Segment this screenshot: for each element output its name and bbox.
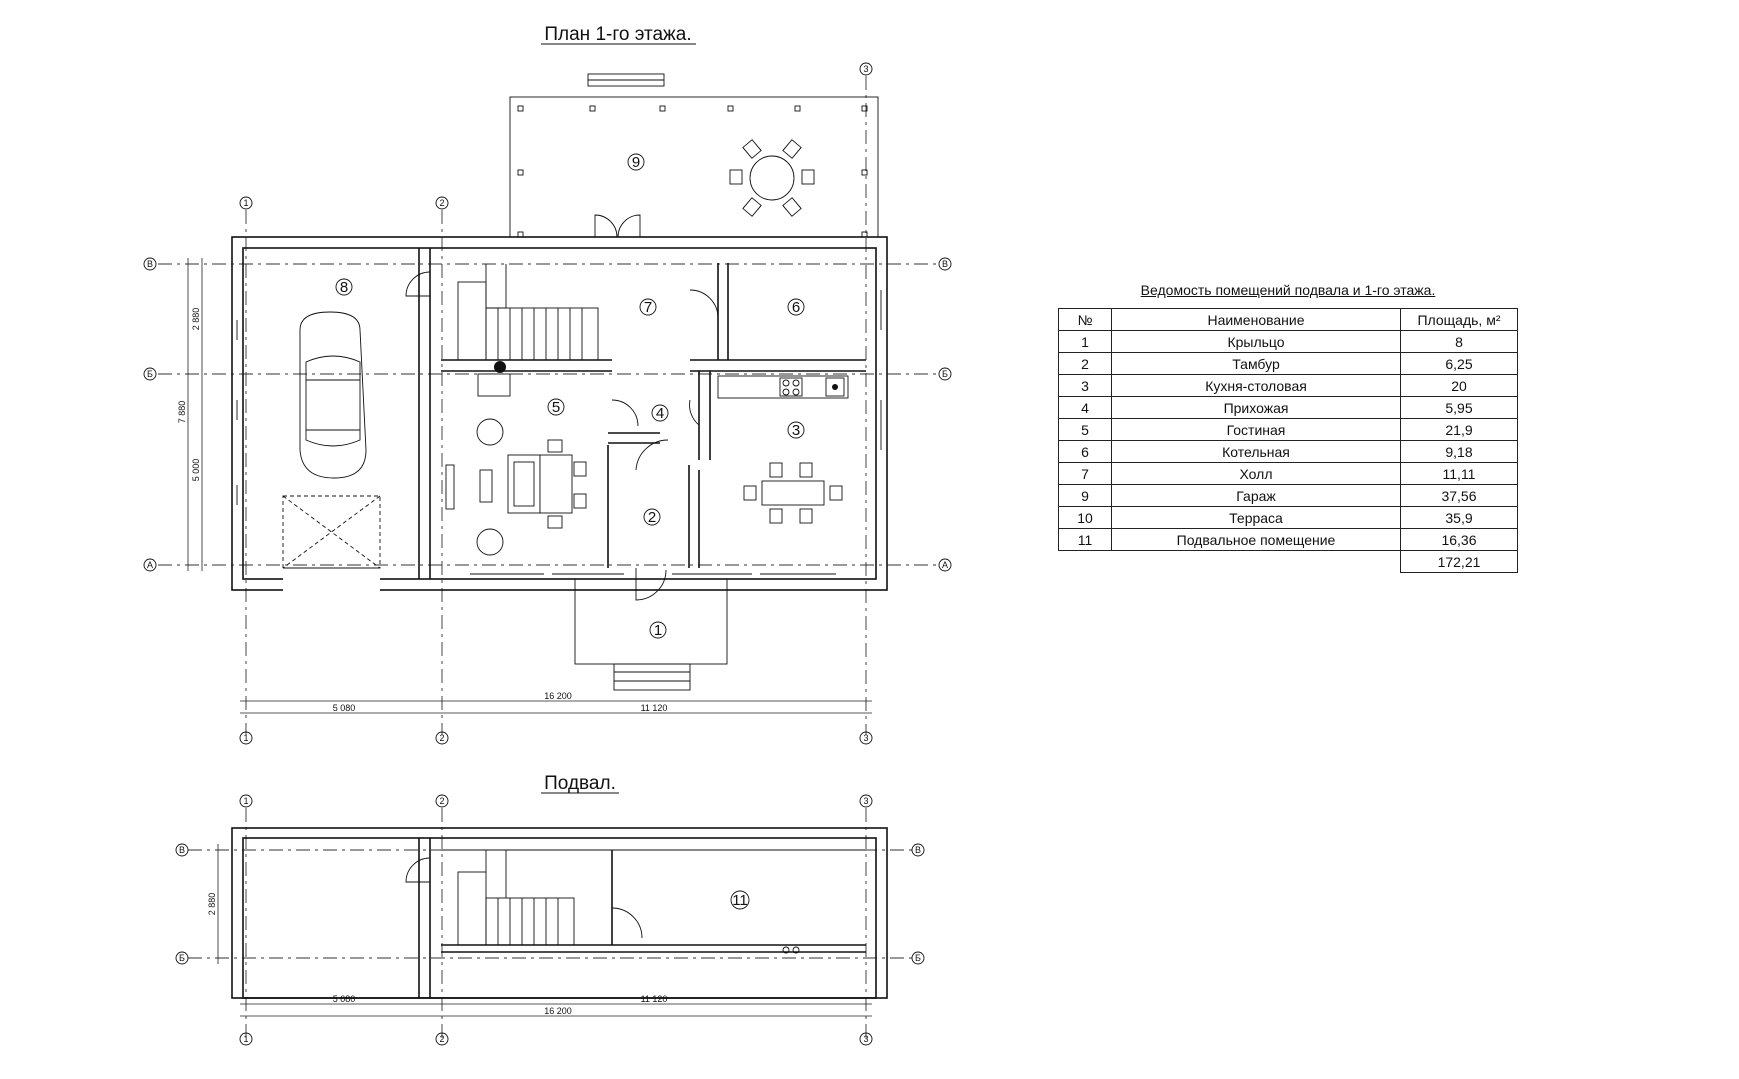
stove-icon [717,375,849,399]
svg-text:А: А [147,560,153,570]
floor1-axis-bubbles: 1 2 3 1 2 3 В Б А В Б А [143,62,952,745]
garage-pit [282,495,381,569]
total-area: 172,21 [1400,550,1518,573]
svg-text:16 200: 16 200 [544,1006,572,1016]
floor1-title: План 1-го этажа. [544,24,691,45]
svg-text:1: 1 [243,733,248,743]
svg-text:3: 3 [863,733,868,743]
table-header-row: № Наименование Площадь, м² [1058,308,1518,331]
svg-text:1: 1 [654,622,662,639]
table-total-row: 172,21 [1059,550,1518,573]
svg-text:2: 2 [439,733,444,743]
svg-text:5 080: 5 080 [333,703,356,713]
basement-title: Подвал. [544,773,616,794]
svg-text:В: В [915,845,921,855]
floor1-room-tags: 8 9 7 6 5 4 3 2 1 [335,153,805,639]
terrace-posts [517,105,868,238]
svg-text:3: 3 [863,796,868,806]
basement-dimensions: 5 080 11 120 16 200 2 880 [207,844,872,1017]
basement-room-tags: 11 [730,890,750,910]
floor1-dimensions: 16 200 5 080 11 120 7 880 5 000 2 880 [177,258,872,714]
door-swing-icon [405,214,719,601]
header-name: Наименование [1111,308,1401,331]
svg-text:8: 8 [340,279,348,296]
table-icon [743,462,843,524]
car-icon [299,311,367,479]
floor1-walls [231,73,888,691]
svg-text:5: 5 [552,399,560,416]
svg-text:2: 2 [648,509,656,526]
svg-text:В: В [179,845,185,855]
basement-walls [231,827,888,999]
table-icon [729,139,815,217]
svg-text:3: 3 [792,422,800,439]
svg-text:1: 1 [243,1034,248,1044]
floor1-axis-grid [158,76,940,735]
header-area: Площадь, м² [1400,308,1518,331]
svg-text:11: 11 [732,892,748,909]
armchair-icon [445,418,504,556]
svg-text:16 200: 16 200 [544,691,572,701]
stair-icon [457,264,599,361]
svg-text:3: 3 [863,64,868,74]
svg-text:1: 1 [243,796,248,806]
svg-text:В: В [147,259,153,269]
svg-text:В: В [942,259,948,269]
svg-text:11 120: 11 120 [641,703,668,713]
svg-text:5 000: 5 000 [191,459,201,482]
svg-text:3: 3 [863,1034,868,1044]
fireplace-icon [477,361,511,397]
svg-text:7 880: 7 880 [177,401,187,424]
svg-text:2 880: 2 880 [207,893,217,916]
basement-fixture-icon [782,946,800,954]
svg-text:2: 2 [439,198,444,208]
svg-text:4: 4 [656,405,664,422]
room-schedule: Ведомость помещений подвала и 1-го этажа… [1058,282,1518,573]
svg-text:Б: Б [942,369,948,379]
svg-text:Б: Б [179,953,185,963]
sink-icon [825,377,845,397]
sofa-icon [507,439,587,529]
svg-text:1: 1 [243,198,248,208]
stair-icon [457,850,575,946]
svg-text:Б: Б [147,369,153,379]
svg-text:7: 7 [644,299,652,316]
schedule-title: Ведомость помещений подвала и 1-го этажа… [1140,282,1436,298]
svg-text:11 120: 11 120 [641,994,668,1004]
svg-text:Б: Б [915,953,921,963]
svg-text:2: 2 [439,1034,444,1044]
svg-text:9: 9 [632,154,640,171]
svg-text:А: А [942,560,948,570]
svg-text:5 080: 5 080 [333,994,356,1004]
svg-text:2 880: 2 880 [191,308,201,331]
svg-text:6: 6 [792,299,800,316]
svg-text:2: 2 [439,796,444,806]
header-num: № [1058,308,1112,331]
